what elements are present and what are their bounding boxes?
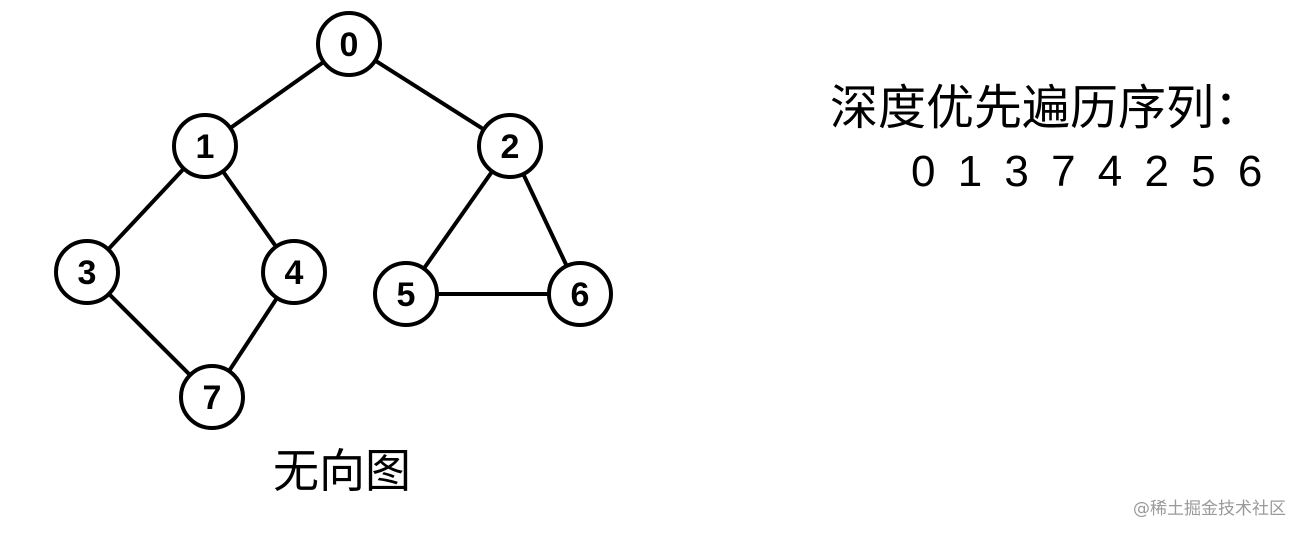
dfs-title: 深度优先遍历序列： — [830, 80, 1263, 136]
node-label: 0 — [340, 26, 359, 64]
node-1: 1 — [172, 113, 238, 179]
dfs-sequence: 0 1 3 7 4 2 5 6 — [911, 147, 1263, 196]
graph-edges — [85, 42, 582, 399]
node-circle — [261, 239, 327, 305]
node-circle — [316, 11, 382, 77]
node-circle — [547, 261, 613, 327]
node-label: 2 — [501, 128, 520, 166]
node-0: 0 — [316, 11, 382, 77]
watermark: @稀土掘金技术社区 — [1133, 499, 1286, 519]
node-label: 5 — [397, 276, 416, 314]
node-6: 6 — [547, 261, 613, 327]
graph-caption: 无向图 — [273, 444, 411, 498]
node-label: 4 — [285, 254, 304, 292]
graph-nodes: 0 1 2 3 4 5 6 7 — [54, 11, 613, 430]
node-circle — [54, 239, 120, 305]
node-circle — [373, 261, 439, 327]
node-label: 6 — [571, 276, 590, 314]
node-3: 3 — [54, 239, 120, 305]
node-7: 7 — [179, 364, 245, 430]
node-4: 4 — [261, 239, 327, 305]
node-2: 2 — [477, 113, 543, 179]
node-circle — [179, 364, 245, 430]
node-label: 3 — [78, 254, 97, 292]
node-circle — [172, 113, 238, 179]
node-label: 7 — [203, 379, 222, 417]
node-5: 5 — [373, 261, 439, 327]
node-circle — [477, 113, 543, 179]
node-label: 1 — [196, 128, 215, 166]
